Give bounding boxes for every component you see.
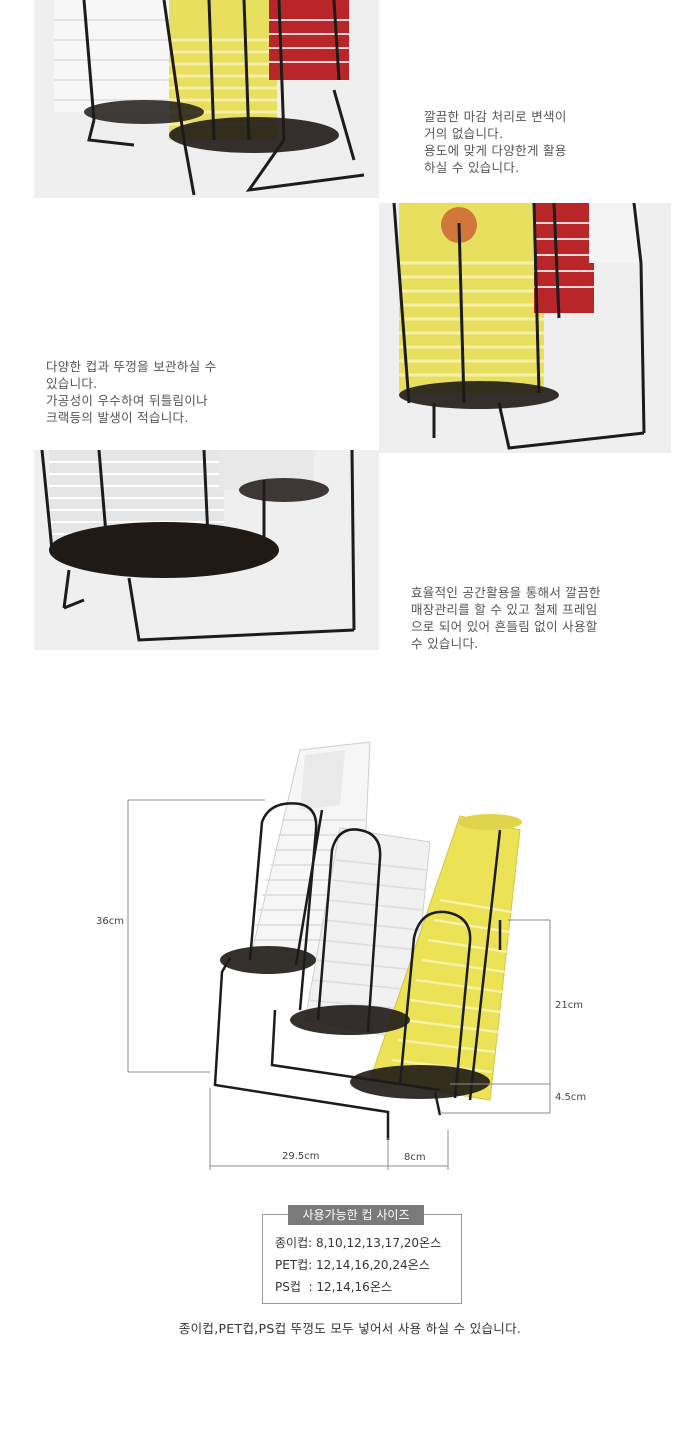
product-photo-1	[34, 0, 379, 198]
product-photo-2	[379, 203, 671, 453]
cup-size-title: 사용가능한 컵 사이즈	[288, 1205, 424, 1225]
cup-size-row-pet: PET컵: 12,14,16,20,24온스	[275, 1258, 430, 1272]
caption-1-line-3: 용도에 맞게 다양한게 활용	[424, 143, 567, 158]
caption-2-line-1: 다양한 컵과 뚜껑을 보관하실 수	[46, 359, 217, 374]
caption-3-line-4: 수 있습니다.	[411, 636, 479, 651]
caption-3-line-3: 으로 되어 있어 흔들림 없이 사용할	[411, 619, 598, 634]
dimension-depth: 8cm	[404, 1152, 426, 1163]
cup-holder-product-image	[127, 741, 551, 1170]
caption-1: 깔끔한 마감 처리로 변색이 거의 없습니다. 용도에 맞게 다양한게 활용 하…	[424, 108, 567, 176]
dimension-diagram: 36cm 21cm 4.5cm 29.5cm 8cm	[0, 720, 700, 1180]
caption-3-line-2: 매장관리를 할 수 있고 철제 프레임	[411, 602, 598, 617]
product-photo-3	[34, 450, 379, 650]
caption-1-line-2: 거의 없습니다.	[424, 126, 504, 141]
dimension-height-upper: 21cm	[555, 1000, 583, 1011]
dimension-height-base: 4.5cm	[555, 1092, 587, 1103]
caption-2-line-2: 있습니다.	[46, 376, 98, 391]
dimension-width: 29.5cm	[282, 1151, 320, 1162]
caption-2-line-3: 가공성이 우수하여 뒤틀림이나	[46, 393, 208, 408]
caption-2-line-4: 크랙등의 발생이 적습니다.	[46, 410, 189, 425]
cup-size-row-paper: 종이컵: 8,10,12,13,17,20온스	[275, 1236, 442, 1250]
dimension-height-total: 36cm	[96, 916, 124, 927]
caption-1-line-4: 하실 수 있습니다.	[424, 160, 520, 175]
cup-size-box	[262, 1214, 462, 1304]
cup-holder-photo-closeup-2	[379, 203, 671, 453]
caption-3: 효율적인 공간활용을 통해서 깔끔한 매장관리를 할 수 있고 철제 프레임 으…	[411, 584, 601, 652]
bottom-note: 종이컵,PET컵,PS컵 뚜껑도 모두 넣어서 사용 하실 수 있습니다.	[178, 1321, 522, 1336]
cup-holder-photo-closeup-1	[34, 0, 379, 198]
caption-1-line-1: 깔끔한 마감 처리로 변색이	[424, 109, 567, 124]
caption-3-line-1: 효율적인 공간활용을 통해서 깔끔한	[411, 585, 601, 600]
cup-size-row-ps: PS컵 : 12,14,16온스	[275, 1280, 392, 1294]
caption-2: 다양한 컵과 뚜껑을 보관하실 수 있습니다. 가공성이 우수하여 뒤틀림이나 …	[46, 358, 217, 426]
cup-holder-photo-closeup-3	[34, 450, 379, 650]
